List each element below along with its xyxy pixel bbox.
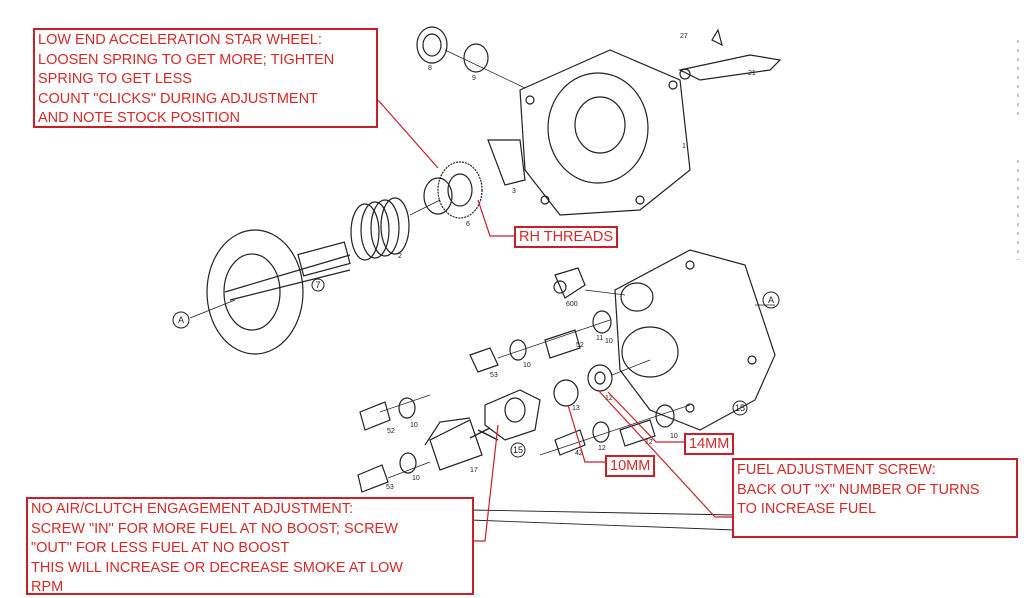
cone-17	[429, 419, 483, 471]
part-label: 6	[466, 221, 470, 228]
nut-12	[587, 364, 613, 392]
part-label: 8	[428, 65, 432, 72]
circled-label-a-left: A	[178, 315, 184, 325]
part-label: 10	[605, 338, 613, 345]
bolt-53	[469, 347, 499, 373]
part-label: 52	[576, 342, 584, 349]
circled-label-7: 7	[315, 280, 320, 290]
nut-13	[553, 379, 579, 407]
star-wheel-annotation: LOW END ACCELERATION STAR WHEEL: LOOSEN …	[33, 28, 378, 128]
no-air-adjustment-annotation: NO AIR/CLUTCH ENGAGEMENT ADJUSTMENT: SCR…	[26, 497, 474, 595]
circled-label-a-right: A	[768, 295, 774, 305]
14mm-tag: 14MM	[684, 433, 735, 455]
part-label: 1	[682, 143, 686, 150]
part-label: 11	[596, 335, 603, 342]
part-label: 27	[680, 33, 688, 40]
lever-21	[678, 54, 782, 81]
part-label: 13	[572, 405, 580, 412]
diaphragm-7	[206, 229, 304, 355]
part-label: 12	[645, 439, 653, 446]
cap-8	[416, 26, 448, 64]
part-label: 52	[387, 428, 395, 435]
annotation-leaders	[377, 99, 735, 542]
cover-15	[484, 389, 541, 441]
part-label: 10	[670, 433, 678, 440]
part-label: 12	[605, 395, 613, 402]
part-label: 10	[410, 422, 418, 429]
part-label: 17	[470, 467, 478, 474]
part-label: 12	[598, 445, 606, 452]
star-wheel-6	[437, 161, 483, 219]
circled-label-15: 15	[735, 403, 745, 413]
part-label: 9	[472, 75, 476, 82]
ring-9	[463, 43, 489, 73]
part-label: 3	[512, 188, 516, 195]
10mm-tag: 10MM	[605, 455, 656, 477]
upper-housing	[519, 49, 691, 216]
spring-2	[350, 197, 410, 261]
screw-52	[544, 329, 581, 359]
clip-3	[487, 139, 526, 186]
rh-threads-tag: RH THREADS	[514, 226, 618, 248]
part-label: 53	[490, 372, 498, 379]
part-label: 53	[386, 484, 394, 491]
part-label: 600	[566, 301, 578, 308]
part-label: 42	[575, 450, 583, 457]
part-label: 2	[398, 253, 402, 260]
part-label: 10	[412, 475, 420, 482]
fuel-adjustment-annotation: FUEL ADJUSTMENT SCREW: BACK OUT "X" NUMB…	[732, 458, 1018, 538]
part-label: 10	[523, 362, 531, 369]
lower-housing	[614, 249, 776, 431]
part-label: 21	[748, 70, 756, 77]
circled-label-15: 15	[513, 445, 523, 455]
